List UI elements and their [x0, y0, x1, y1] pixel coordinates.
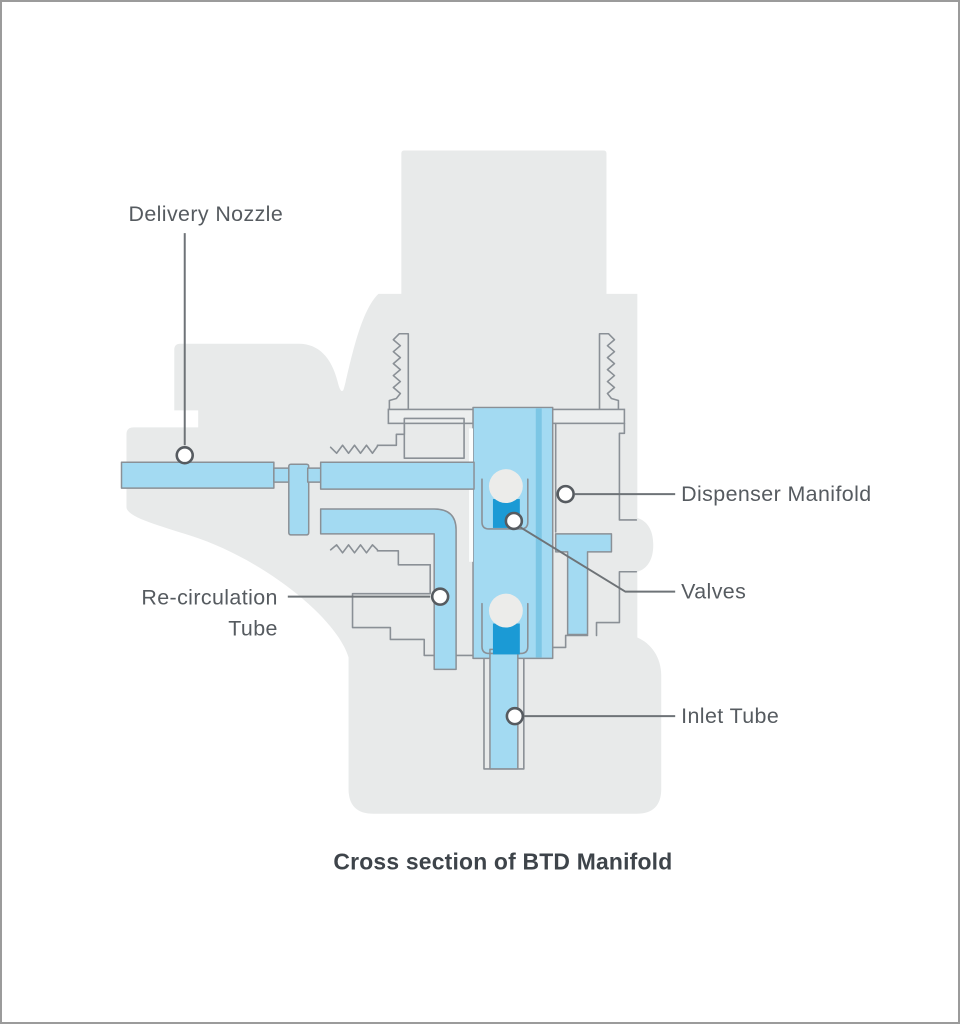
label-inlet-tube: Inlet Tube [681, 704, 779, 728]
upper-fitting-thread [329, 444, 379, 455]
delivery-nozzle-tube [120, 461, 275, 489]
right-outer-wall [618, 422, 638, 521]
label-recirculation-line1: Re-circulation [141, 586, 277, 610]
callout-recirculation-tube: Re-circulation Tube [141, 586, 450, 640]
delivery-nozzle-dot [175, 445, 194, 465]
label-dispenser-manifold: Dispenser Manifold [681, 482, 871, 506]
valves-dot [504, 511, 524, 531]
label-delivery-nozzle: Delivery Nozzle [128, 202, 283, 226]
bore-gap-highlight [469, 428, 474, 562]
label-recirculation-line2: Tube [228, 616, 278, 640]
recirculation-dot [430, 587, 450, 606]
bottom-left-steps [351, 563, 485, 657]
valve-ball-upper [488, 469, 523, 504]
callout-delivery-nozzle: Delivery Nozzle [128, 202, 283, 465]
dispenser-manifold-dot [556, 484, 575, 504]
right-bolt-thread [598, 332, 620, 411]
figure-caption: Cross section of BTD Manifold [333, 849, 672, 875]
valve-cup-upper [481, 478, 529, 530]
valve-ball-lower [488, 593, 523, 628]
lower-fitting-step [376, 550, 432, 566]
coupler-neck-right [306, 467, 323, 483]
inlet-tube-dot [505, 706, 525, 726]
manifold-block-outline [329, 417, 638, 770]
coupler-neck-left [273, 467, 291, 483]
callout-valves: Valves [504, 511, 746, 604]
callout-inlet-tube: Inlet Tube [505, 704, 779, 728]
valve-assembly-lower [481, 593, 529, 655]
right-lower-wall [595, 570, 638, 637]
upper-delivery-passage [319, 461, 475, 490]
upper-fitting-step [376, 422, 406, 447]
valves-leader [519, 526, 676, 593]
coupler-body [288, 463, 310, 536]
recirculation-tube [319, 508, 457, 671]
label-valves: Valves [681, 580, 746, 604]
left-bolt-thread [388, 332, 410, 411]
upper-left-chamber [403, 417, 465, 460]
callout-dispenser-manifold: Dispenser Manifold [556, 482, 871, 506]
lower-fitting-thread [329, 544, 379, 554]
fluid-passages [120, 461, 613, 770]
bore-sleeve-line [535, 408, 542, 658]
valve-seat-lower [492, 623, 520, 655]
